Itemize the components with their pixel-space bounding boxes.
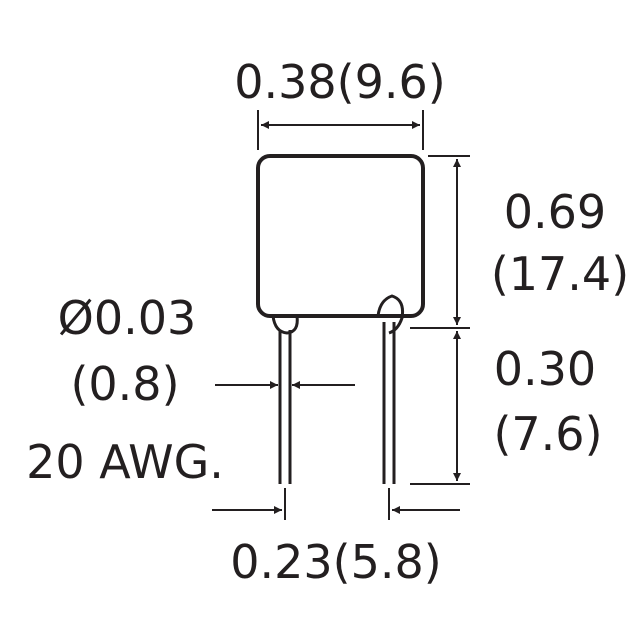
lead-length-dimension bbox=[410, 331, 470, 485]
left-lead bbox=[271, 315, 299, 484]
lead-gauge-label: 20 AWG. bbox=[26, 435, 224, 489]
height-label-in: 0.69 bbox=[504, 185, 606, 239]
component-body bbox=[256, 154, 425, 318]
width-dimension bbox=[257, 110, 424, 150]
lead-length-label-in: 0.30 bbox=[494, 342, 596, 396]
height-label-mm: (17.4) bbox=[491, 247, 629, 301]
lead-spacing-dimension bbox=[212, 488, 460, 520]
lead-length-label-mm: (7.6) bbox=[493, 407, 602, 461]
height-dimension bbox=[410, 155, 470, 329]
lead-spacing-label: 0.23(5.8) bbox=[230, 535, 441, 589]
lead-diameter-label-mm: (0.8) bbox=[70, 357, 179, 411]
lead-diameter-label-in: Ø0.03 bbox=[58, 291, 197, 345]
width-label: 0.38(9.6) bbox=[234, 55, 445, 109]
right-lead bbox=[376, 294, 404, 484]
